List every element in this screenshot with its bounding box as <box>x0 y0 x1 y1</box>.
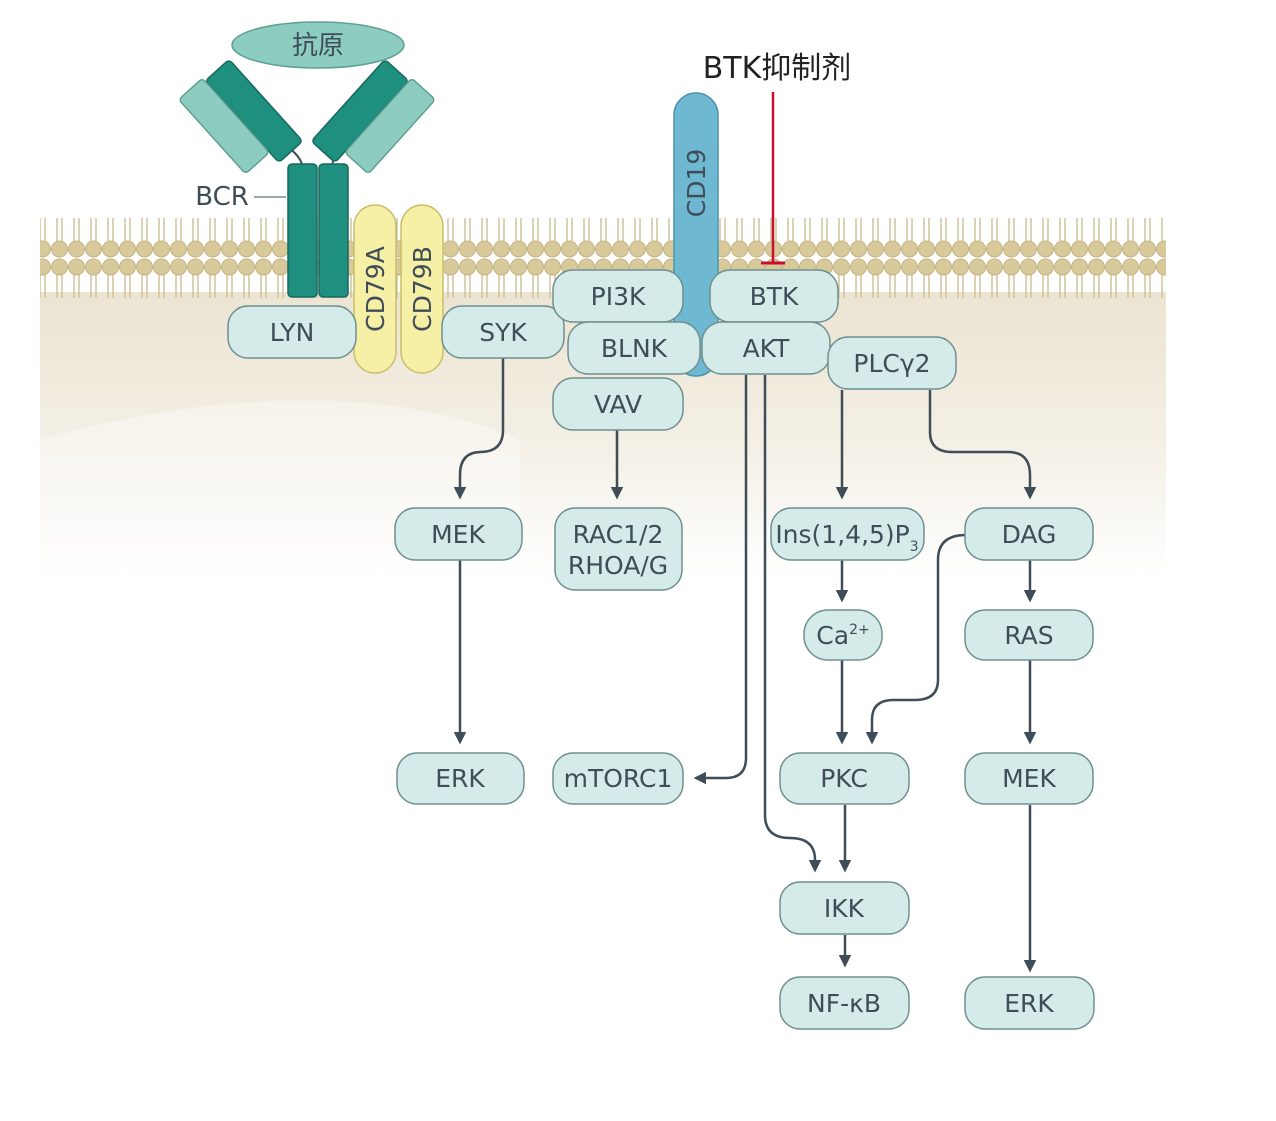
svg-text:RAS: RAS <box>1004 621 1053 650</box>
signal-arrows <box>453 357 1037 973</box>
bcr-complex <box>179 60 435 298</box>
node-vav: VAV <box>552 377 684 431</box>
node-ikk: IKK <box>779 881 910 935</box>
svg-text:MEK: MEK <box>1002 764 1056 793</box>
svg-text:ERK: ERK <box>435 764 485 793</box>
cd79b-label: CD79B <box>408 246 437 332</box>
svg-text:SYK: SYK <box>479 318 527 347</box>
cd79b-receptor: CD79B <box>400 204 444 374</box>
svg-text:BLNK: BLNK <box>601 334 668 363</box>
arrow-akt-mtorc1 <box>693 375 748 785</box>
node-mek-left: MEK <box>394 507 523 561</box>
bcr-label: BCR <box>195 182 249 212</box>
node-calcium: Ca2+ <box>803 609 883 661</box>
svg-text:ERK: ERK <box>1004 989 1054 1018</box>
svg-text:Ins(1,4,5)P3: Ins(1,4,5)P3 <box>775 520 918 555</box>
cd79a-label: CD79A <box>361 246 390 332</box>
svg-text:RHOA/G: RHOA/G <box>568 551 668 580</box>
svg-text:mTORC1: mTORC1 <box>564 764 673 793</box>
antigen-label: 抗原 <box>292 31 344 61</box>
svg-text:AKT: AKT <box>743 334 791 363</box>
svg-text:VAV: VAV <box>594 390 642 419</box>
svg-text:MEK: MEK <box>431 520 485 549</box>
arrow-plcg2-dag <box>928 390 1037 500</box>
svg-text:Ca2+: Ca2+ <box>816 621 869 650</box>
svg-text:PKC: PKC <box>820 764 868 793</box>
node-nfkb: NF-κB <box>779 976 910 1030</box>
node-ras: RAS <box>964 609 1094 661</box>
svg-text:PI3K: PI3K <box>591 282 646 311</box>
node-erk-right: ERK <box>964 976 1095 1030</box>
node-pi3k: PI3K <box>552 269 684 323</box>
node-btk: BTK <box>709 269 839 323</box>
cd19-label: CD19 <box>682 149 711 218</box>
svg-text:NF-κB: NF-κB <box>807 989 881 1018</box>
svg-text:LYN: LYN <box>270 318 315 347</box>
node-erk-left: ERK <box>396 752 525 805</box>
svg-text:DAG: DAG <box>1002 520 1057 549</box>
svg-text:BTK: BTK <box>750 282 799 311</box>
node-ins145p3: Ins(1,4,5)P3 <box>770 507 925 561</box>
arrow-syk-mek <box>453 357 505 500</box>
arrow-akt-ikk <box>763 375 822 873</box>
node-rac-rho: RAC1/2 RHOA/G <box>554 507 683 591</box>
cd19-receptor: CD19 <box>673 92 719 377</box>
node-pkc: PKC <box>779 752 910 805</box>
node-mek-right: MEK <box>964 752 1094 805</box>
btk-inhibitor-label: BTK抑制剂 <box>703 51 852 86</box>
node-blnk: BLNK <box>567 321 701 375</box>
svg-text:IKK: IKK <box>824 894 865 923</box>
svg-text:RAC1/2: RAC1/2 <box>573 520 664 549</box>
arrow-dag-pkc <box>865 533 967 745</box>
node-mtorc1: mTORC1 <box>552 752 684 805</box>
svg-text:PLCγ2: PLCγ2 <box>853 349 930 378</box>
cd79a-receptor: CD79A <box>353 204 397 374</box>
node-akt: AKT <box>701 321 831 375</box>
node-syk: SYK <box>441 305 565 359</box>
node-plcg2: PLCγ2 <box>827 336 957 390</box>
antigen <box>231 21 405 69</box>
node-lyn: LYN <box>227 305 357 359</box>
node-dag: DAG <box>964 507 1094 561</box>
